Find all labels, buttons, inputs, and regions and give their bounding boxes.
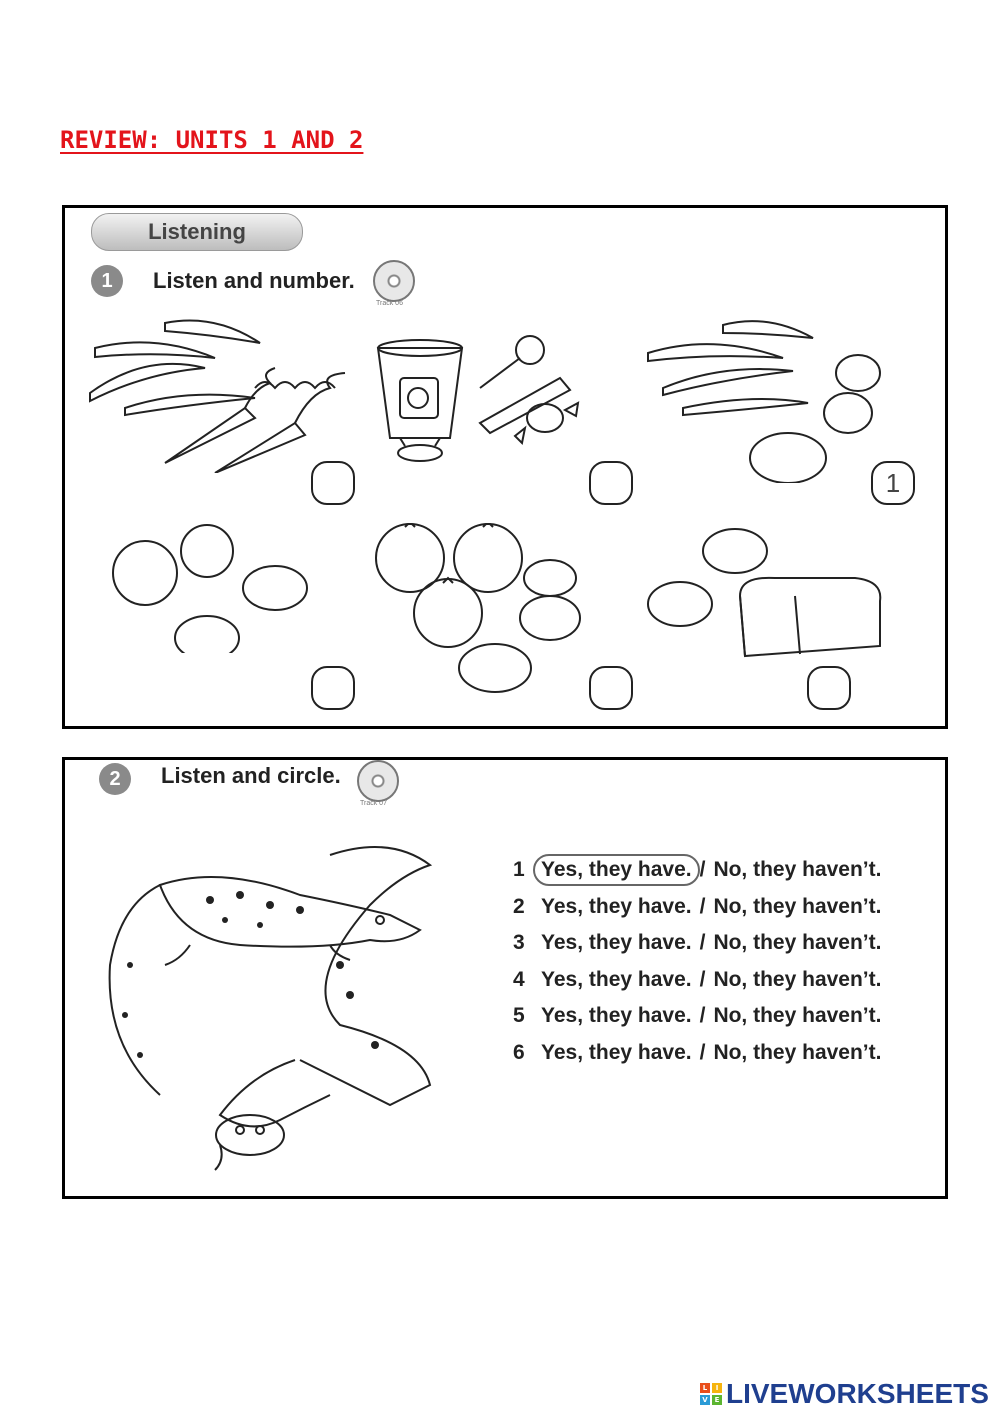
option-yes[interactable]: Yes, they have. (541, 894, 692, 918)
option-no[interactable]: No, they haven’t. (713, 858, 882, 882)
answer-box-6[interactable] (807, 666, 851, 710)
listen-and-circle-section: 2 Listen and circle. Track 07 1 Yes, the… (62, 757, 948, 1199)
item-number: 1 (513, 858, 525, 882)
tomatoes-and-potatoes-picture (375, 523, 581, 693)
sentence-item-6: 6 Yes, they have. / No, they haven’t. (513, 1035, 883, 1072)
option-separator: / (699, 858, 706, 882)
answer-box-1[interactable] (311, 461, 355, 505)
item-number: 6 (513, 1040, 525, 1064)
option-yes[interactable]: Yes, they have. (533, 854, 700, 887)
option-separator: / (699, 931, 706, 955)
lizard-and-snake-picture (108, 846, 433, 1171)
sentence-item-4: 4 Yes, they have. / No, they haven’t. (513, 962, 883, 999)
option-yes[interactable]: Yes, they have. (541, 1004, 692, 1028)
answer-box-2[interactable] (589, 461, 633, 505)
option-no[interactable]: No, they haven’t. (713, 894, 882, 918)
answer-sentences-list: 1 Yes, they have. / No, they haven’t. 2 … (513, 852, 883, 1071)
lemons-and-bread-picture (647, 528, 882, 658)
option-yes[interactable]: Yes, they have. (541, 931, 692, 955)
option-separator: / (699, 1040, 706, 1064)
sentence-item-3: 3 Yes, they have. / No, they haven’t. (513, 925, 883, 962)
item-number: 3 (513, 931, 525, 955)
oranges-and-lemons-picture (112, 524, 308, 653)
cd-icon (373, 260, 415, 302)
exercise-number-badge: 2 (99, 763, 131, 795)
option-no[interactable]: No, they haven’t. (713, 1004, 882, 1028)
yogurt-and-candies-picture (376, 335, 580, 462)
sentence-item-5: 5 Yes, they have. / No, they haven’t. (513, 998, 883, 1035)
sentence-item-2: 2 Yes, they have. / No, they haven’t. (513, 889, 883, 926)
exercise-number-badge: 1 (91, 265, 123, 297)
track-label: Track 06 (376, 300, 403, 307)
item-number: 5 (513, 1004, 525, 1028)
beans-and-potatoes-picture (647, 320, 881, 483)
option-separator: / (699, 894, 706, 918)
option-no[interactable]: No, they haven’t. (713, 967, 882, 991)
option-no[interactable]: No, they haven’t. (713, 1040, 882, 1064)
option-yes[interactable]: Yes, they have. (541, 967, 692, 991)
logo-text: LIVEWORKSHEETS (726, 1378, 989, 1409)
answer-box-5[interactable] (589, 666, 633, 710)
option-separator: / (699, 1004, 706, 1028)
item-number: 4 (513, 967, 525, 991)
option-separator: / (699, 967, 706, 991)
section-header: Listening (91, 213, 303, 251)
answer-box-3[interactable]: 1 (871, 461, 915, 505)
option-yes[interactable]: Yes, they have. (541, 1040, 692, 1064)
exercise-instruction: Listen and number. (153, 268, 355, 293)
item-number: 2 (513, 894, 525, 918)
cd-icon (357, 760, 399, 802)
answer-box-4[interactable] (311, 666, 355, 710)
beans-and-carrots-picture (89, 319, 346, 473)
page-title: REVIEW: UNITS 1 AND 2 (60, 126, 364, 154)
listening-section: Listening 1 Listen and number. Track 06 (62, 205, 948, 729)
track-label: Track 07 (360, 800, 387, 807)
exercise-instruction: Listen and circle. (161, 763, 341, 788)
option-no[interactable]: No, they haven’t. (713, 931, 882, 955)
sentence-item-1: 1 Yes, they have. / No, they haven’t. (513, 852, 883, 889)
